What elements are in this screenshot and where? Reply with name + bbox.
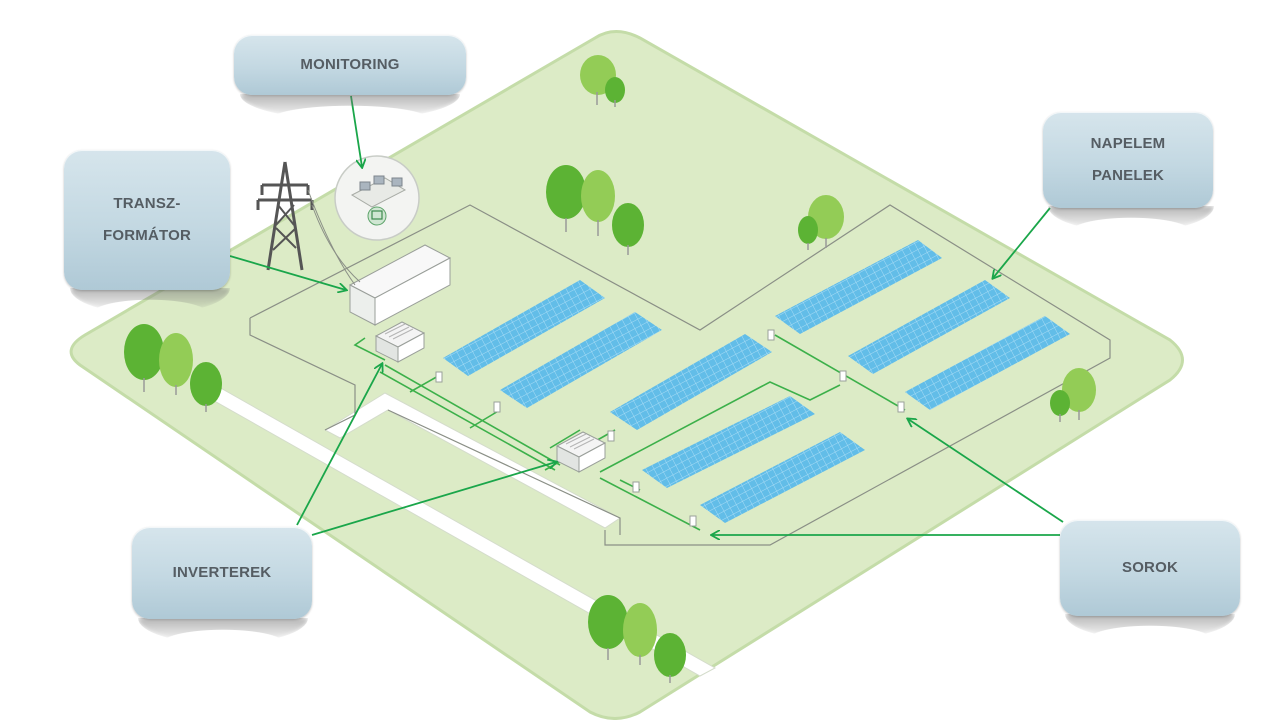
tree-cluster bbox=[580, 55, 625, 107]
callout-label: NAPELEM bbox=[1090, 135, 1166, 152]
perimeter-fence bbox=[249, 204, 1111, 546]
panel-row bbox=[905, 316, 1070, 410]
tree-cluster bbox=[1050, 368, 1096, 422]
callout-transformer: TRANSZ- FORMÁTOR bbox=[64, 150, 230, 290]
panel-row bbox=[500, 312, 662, 408]
panel-row bbox=[610, 334, 772, 430]
callout-label: PANELEK bbox=[1092, 167, 1164, 184]
arrow-solar-panels bbox=[993, 207, 1051, 278]
power-tower-icon bbox=[256, 161, 314, 271]
callout-solar-panels: NAPELEM PANELEK bbox=[1043, 112, 1213, 208]
callout-label: INVERTEREK bbox=[172, 564, 272, 581]
panel-row bbox=[775, 240, 942, 334]
tree-cluster bbox=[546, 165, 644, 255]
trees bbox=[124, 55, 1096, 683]
callout-inverters: INVERTEREK bbox=[132, 527, 312, 619]
callout-strings: SOROK bbox=[1060, 520, 1240, 616]
callout-label: TRANSZ- bbox=[113, 195, 181, 212]
callout-label: FORMÁTOR bbox=[103, 227, 191, 244]
tree-cluster bbox=[798, 195, 844, 250]
arrow-inverter-2 bbox=[311, 462, 556, 536]
tree-cluster bbox=[124, 324, 222, 412]
callout-arrows bbox=[229, 95, 1064, 536]
panel-row bbox=[443, 280, 605, 376]
panel-row bbox=[700, 432, 865, 523]
arrow-transformer bbox=[229, 255, 346, 290]
inverter-2 bbox=[555, 431, 607, 473]
arrow-inverter-1 bbox=[296, 364, 382, 526]
arrow-strings-1 bbox=[908, 419, 1064, 523]
callout-label: MONITORING bbox=[300, 56, 400, 73]
callout-monitoring: MONITORING bbox=[234, 35, 466, 95]
callout-label: SOROK bbox=[1121, 559, 1178, 576]
tree-cluster bbox=[588, 595, 686, 683]
inverter-1 bbox=[374, 321, 426, 363]
transformer-building bbox=[348, 244, 452, 326]
string-boxes bbox=[435, 329, 905, 527]
transmission-lines bbox=[307, 189, 361, 286]
monitoring-station-icon bbox=[334, 155, 420, 241]
panel-row bbox=[642, 396, 815, 488]
panel-row bbox=[848, 280, 1010, 374]
solar-panel-rows bbox=[443, 240, 1070, 523]
